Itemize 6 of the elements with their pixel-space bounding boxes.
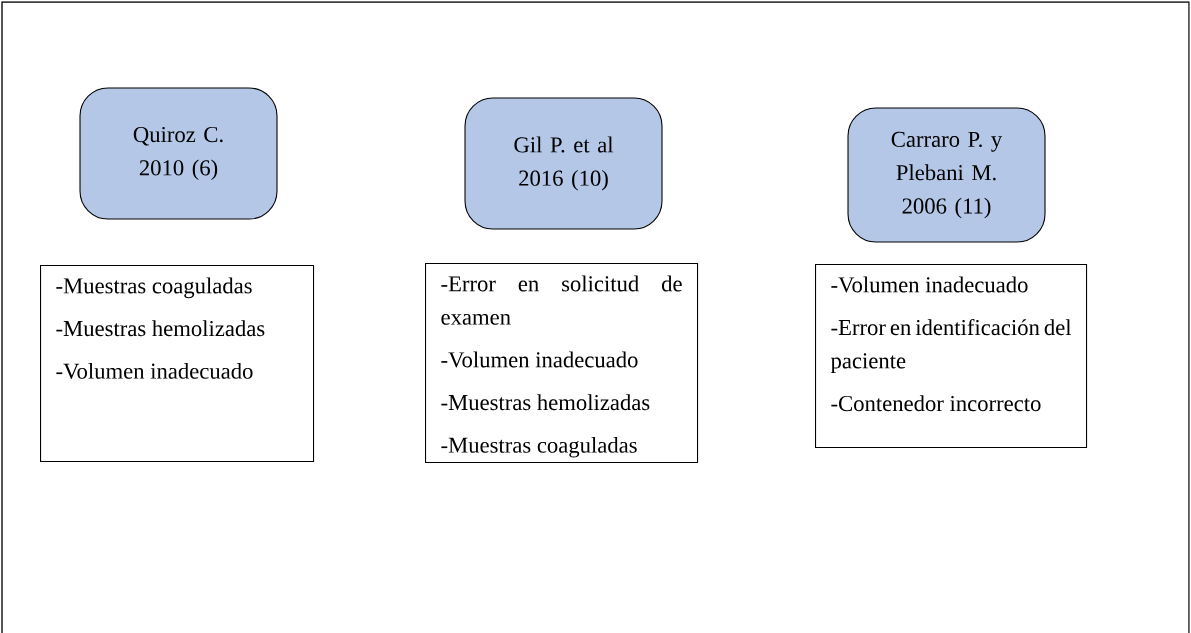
list-box: -Muestras coaguladas -Muestras hemolizadas -Volumen inadecuado <box>40 265 315 463</box>
author-box: Carraro P. y Plebani M. 2006 (11) <box>847 107 1046 243</box>
list-box: -Error en solicitud de examen -Volumen inadecuado -Muestras hemolizadas -Muestras coaguladas <box>425 263 699 464</box>
list-box: -Volumen inadecuado -Error en identificación del paciente -Contenedor incorrecto <box>815 264 1088 449</box>
author-box: Quiroz C. 2010 (6) <box>79 87 278 220</box>
author-box: Gil P. et al 2016 (10) <box>464 97 663 230</box>
